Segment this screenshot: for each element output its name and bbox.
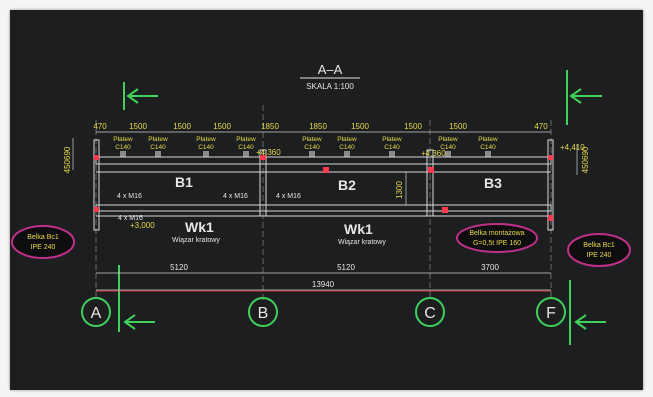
section-scale: SKALA 1:100 [306,82,354,91]
bottom-dimension-lines [96,272,551,291]
truss-sub-left: Wiązar kratowy [172,237,220,244]
axis-bubble-c: C [415,297,445,327]
svg-text:Płatew: Płatew [148,136,168,143]
truss-sub-right: Wiązar kratowy [338,239,386,246]
lower-chord [95,204,552,217]
svg-text:Płatew: Płatew [113,136,133,143]
level-left-top: +4,360 [256,148,281,157]
top-dim-4: 1500 [213,122,231,131]
svg-text:B: B [258,305,269,322]
dim-truss-height: 1300 [395,181,404,199]
top-dim-2: 1500 [129,122,147,131]
beam-label-b1: B1 [175,174,193,190]
top-dim-6: 1850 [309,122,327,131]
callout-right-beam: Belka Bc1 IPE 240 [567,233,631,267]
top-dim-7: 1500 [351,122,369,131]
bolt-label-4: 4 x M16 [118,215,143,222]
node-markers [94,155,553,221]
svg-text:Płatew: Płatew [337,136,357,143]
svg-text:Płatew: Płatew [438,136,458,143]
top-dim-3: 1500 [173,122,191,131]
beam-label-b3: B3 [484,175,502,191]
level-mid-top: +4,360 [421,149,446,158]
axis-bubble-b: B [248,297,278,327]
purlins: PłatewC140PłatewC140PłatewC140PłatewC140… [113,136,498,157]
svg-text:C140: C140 [150,144,166,151]
top-dim-10: 470 [534,122,548,131]
section-title: A–A [318,62,343,77]
right-beam-profile: IPE 240 [587,252,612,259]
cad-drawing-sheet [10,10,643,390]
bolt-label-1: 4 x M16 [117,193,142,200]
side-dim-lines [72,138,578,205]
left-beam-title: Belka Bc1 [27,234,59,241]
svg-text:F: F [546,305,556,322]
top-dimensions: 470 1500 1500 1500 1850 1850 1500 1500 1500 470 [93,122,548,131]
svg-text:Płatew: Płatew [196,136,216,143]
axis-bubble-f: F [536,297,566,327]
bolt-label-3: 4 x M16 [276,193,301,200]
bottom-span-1: 5120 [170,263,188,272]
level-right-top: +4,410 [560,143,585,152]
bottom-span-3: 3700 [481,263,499,272]
svg-text:C140: C140 [339,144,355,151]
truss-label-left: Wk1 [185,219,214,235]
svg-text:C140: C140 [480,144,496,151]
svg-text:C140: C140 [440,144,456,151]
right-beam-title: Belka Bc1 [583,242,615,249]
section-arrow-top-right [566,70,602,125]
section-arrow-bottom-left [118,265,155,332]
svg-text:C140: C140 [115,144,131,151]
section-arrow-top-left [123,82,158,110]
bottom-span-2: 5120 [337,263,355,272]
svg-text:Płatew: Płatew [478,136,498,143]
callout-mount-beam: Belka montażowa G=0,5t IPE 160 [456,223,538,253]
bottom-total: 13940 [312,280,335,289]
level-left-bottom: +3,000 [130,221,155,230]
top-dim-9: 1500 [449,122,467,131]
axis-bubble-a: A [81,297,111,327]
dim-left-height: 450690 [63,146,72,173]
callout-left-beam: Belka Bc1 IPE 240 [11,225,75,259]
top-dim-1: 470 [93,122,107,131]
svg-text:Płatew: Płatew [236,136,256,143]
svg-text:C140: C140 [384,144,400,151]
section-arrow-bottom-right [569,280,606,345]
truss-label-right: Wk1 [344,221,373,237]
beam-label-b2: B2 [338,177,356,193]
top-dim-8: 1500 [404,122,422,131]
mount-beam-detail: G=0,5t IPE 160 [473,240,521,247]
top-dim-5: 1850 [261,122,279,131]
svg-text:C140: C140 [238,144,254,151]
svg-text:C140: C140 [304,144,320,151]
bolt-label-2: 4 x M16 [223,193,248,200]
svg-text:A: A [91,305,102,322]
left-beam-profile: IPE 240 [31,244,56,251]
dim-right-height: 450690 [581,146,590,173]
svg-text:Płatew: Płatew [302,136,322,143]
section-drawing: A–A SKALA 1:100 470 1500 1500 1500 1850 1850 1… [11,62,631,345]
svg-text:C140: C140 [198,144,214,151]
svg-text:Płatew: Płatew [382,136,402,143]
truss-posts [93,139,554,231]
mount-beam-title: Belka montażowa [469,230,524,237]
svg-text:C: C [424,305,436,322]
